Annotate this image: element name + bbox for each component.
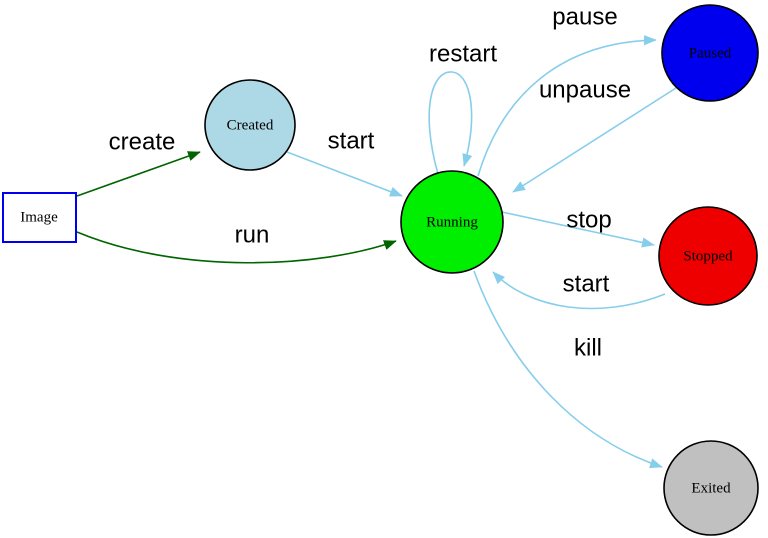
edge-restart-path (428, 71, 473, 175)
edge-restart[interactable]: restart (428, 40, 497, 175)
edge-create-label: create (109, 128, 176, 155)
edge-pause-label: pause (552, 3, 617, 30)
edge-kill[interactable]: kill (473, 270, 663, 469)
node-exited-shape (663, 440, 759, 536)
node-stopped-shape (658, 206, 758, 306)
edge-start-created-path (286, 151, 403, 197)
edge-pause[interactable]: pause (477, 3, 657, 177)
node-paused-label: Paused (689, 45, 732, 61)
edge-kill-label: kill (574, 334, 602, 361)
edge-restart-label: restart (429, 40, 497, 67)
edge-start-stopped[interactable]: start (492, 270, 666, 310)
edge-create[interactable]: create (76, 128, 201, 197)
node-paused-shape (661, 4, 759, 102)
edges-layer: create run start restart pause (76, 3, 677, 469)
edge-pause-path (477, 35, 657, 177)
node-image[interactable]: Image (2, 192, 77, 243)
node-stopped[interactable]: Stopped (658, 206, 758, 306)
node-exited-label: Exited (691, 480, 731, 496)
node-created[interactable]: Created (204, 79, 296, 171)
edge-kill-path (473, 270, 663, 469)
node-running-shape (400, 170, 504, 274)
nodes-layer: Image Created Running Paused Stopped (2, 4, 759, 536)
node-image-label: Image (20, 209, 58, 225)
node-created-shape (204, 79, 296, 171)
edge-unpause-label: unpause (539, 76, 631, 103)
edge-unpause-path (512, 87, 677, 193)
node-running-label: Running (426, 214, 478, 230)
edge-start-created-label: start (328, 127, 375, 154)
edge-run-label: run (235, 221, 270, 248)
node-stopped-label: Stopped (683, 248, 733, 264)
edge-create-path (76, 151, 201, 197)
node-exited[interactable]: Exited (663, 440, 759, 536)
edge-stop-path (501, 211, 655, 248)
edge-stop-label: stop (566, 206, 611, 233)
edge-start-stopped-path (492, 271, 666, 310)
edge-start-created[interactable]: start (286, 127, 403, 197)
edge-stop[interactable]: stop (501, 206, 655, 248)
node-paused[interactable]: Paused (661, 4, 759, 102)
node-image-shape (2, 192, 77, 243)
node-running[interactable]: Running (400, 170, 504, 274)
node-created-label: Created (227, 117, 274, 133)
edge-unpause[interactable]: unpause (512, 76, 677, 193)
edge-run[interactable]: run (76, 221, 397, 264)
edge-run-path (76, 231, 397, 264)
edge-start-stopped-label: start (563, 270, 610, 297)
